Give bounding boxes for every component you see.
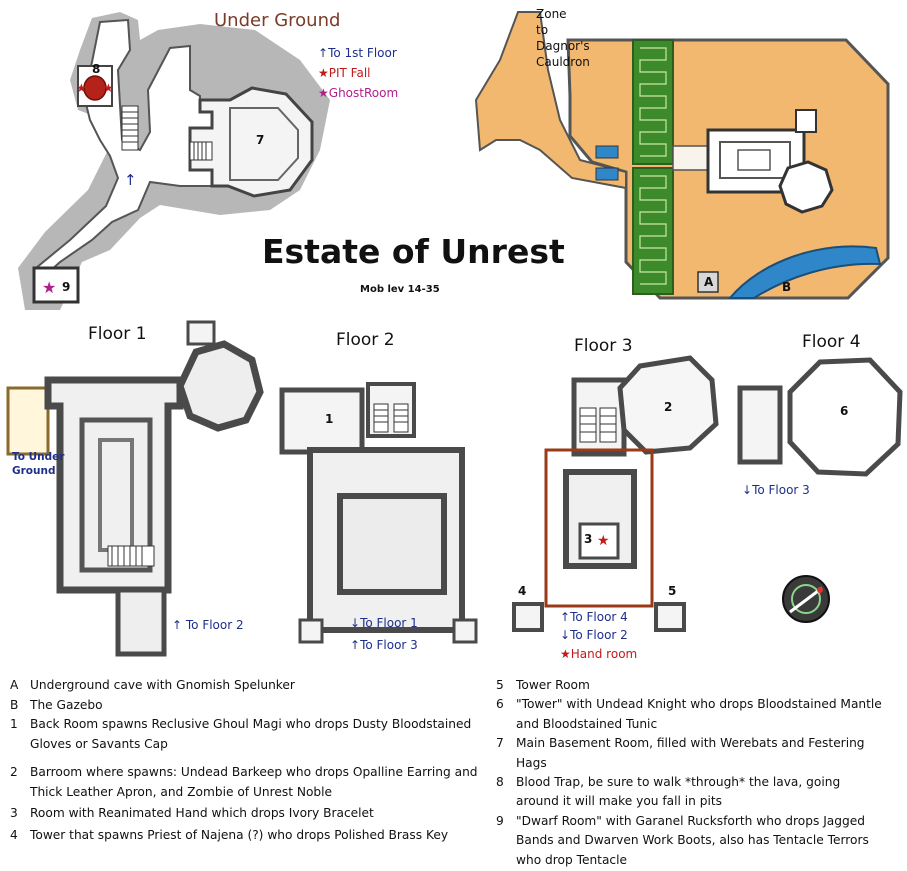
legend-ghost-room: ★GhostRoom bbox=[318, 86, 398, 100]
zone-line: Zone bbox=[536, 7, 567, 21]
legend-row-1-cont: Gloves or Savants Cap bbox=[30, 736, 168, 751]
ghostroom-star-icon: ★ bbox=[42, 278, 56, 297]
legend-row-7-cont: Hags bbox=[516, 755, 547, 770]
floor-2-map bbox=[279, 382, 478, 644]
zone-path bbox=[474, 11, 627, 190]
mark-b: B bbox=[782, 280, 792, 294]
floor-3-map: ★ bbox=[512, 355, 719, 632]
floor-3-hand-room: ★Hand room bbox=[560, 647, 638, 661]
zone-line: Dagnor's bbox=[536, 39, 590, 53]
legend-pit-fall: ★PIT Fall bbox=[318, 66, 371, 80]
room-number-1: 1 bbox=[325, 412, 334, 426]
floor-3-to-floor-2: ↓To Floor 2 bbox=[560, 628, 628, 642]
room-number-4: 4 bbox=[518, 584, 527, 598]
up-arrow-icon: ↑ bbox=[124, 171, 137, 189]
room-number-9: 9 bbox=[62, 280, 71, 294]
floor-3-to-floor-4: ↑To Floor 4 bbox=[560, 610, 628, 624]
legend-row-9-cont2: who drop Tentacle bbox=[516, 852, 627, 867]
hand-room-star-icon: ★ bbox=[597, 533, 610, 549]
pink-star-icon: ★ bbox=[318, 86, 329, 100]
map-title: Estate of Unrest bbox=[262, 232, 565, 271]
map-subtitle: Mob lev 14-35 bbox=[360, 284, 440, 295]
cave-stairs bbox=[121, 105, 139, 151]
underground-title: Under Ground bbox=[214, 10, 341, 31]
note-line: Ground bbox=[12, 465, 56, 477]
legend-row-6-cont: and Bloodstained Tunic bbox=[516, 716, 658, 731]
floor-2-to-floor-3: ↑To Floor 3 bbox=[350, 638, 418, 652]
room-number-5: 5 bbox=[668, 584, 677, 598]
legend-label: GhostRoom bbox=[328, 86, 399, 100]
room-number-3: 3 bbox=[584, 532, 593, 546]
fountain-2 bbox=[595, 167, 619, 181]
note-line: To Under bbox=[12, 451, 65, 463]
floor-1-title: Floor 1 bbox=[88, 324, 147, 344]
floor-3-title: Floor 3 bbox=[574, 336, 633, 356]
pitfall-star-icon: ★ bbox=[103, 81, 114, 95]
room-number-2: 2 bbox=[664, 400, 673, 414]
legend-row-9: 9"Dwarf Room" with Garanel Rucksforth wh… bbox=[496, 813, 865, 828]
room-9 bbox=[32, 266, 80, 304]
underground-map: ★ ★ ★ ↑ bbox=[18, 12, 330, 310]
legend-row-6: 6"Tower" with Undead Knight who drops Bl… bbox=[496, 697, 882, 712]
floor-2-to-floor-1: ↓To Floor 1 bbox=[350, 616, 418, 630]
floor-4-title: Floor 4 bbox=[802, 332, 861, 352]
pitfall-star-icon: ★ bbox=[76, 81, 87, 95]
cave-stairs-2 bbox=[189, 141, 213, 161]
legend-to-first-floor: ↑To 1st Floor bbox=[318, 46, 397, 60]
mark-a-box bbox=[697, 271, 719, 293]
room-number-8: 8 bbox=[92, 62, 101, 76]
floor-1-map bbox=[6, 320, 264, 657]
hedge-maze-lower bbox=[632, 167, 674, 295]
mark-a: A bbox=[704, 275, 714, 289]
floor-4-map bbox=[737, 357, 903, 477]
compass-icon bbox=[782, 575, 830, 623]
legend-row-9-cont: Bands and Dwarven Work Boots, also has T… bbox=[516, 833, 869, 848]
gazebo-water bbox=[727, 245, 882, 299]
legend-label: PIT Fall bbox=[328, 66, 371, 80]
floor-4-to-floor-3: ↓To Floor 3 bbox=[742, 483, 810, 497]
floor-1-to-floor-2: ↑ To Floor 2 bbox=[172, 618, 244, 632]
mansion-outline bbox=[706, 109, 834, 214]
legend-label: To 1st Floor bbox=[328, 46, 397, 60]
to-under-ground-note: To Under Ground bbox=[12, 450, 64, 478]
zone-line: Cauldron bbox=[536, 55, 590, 69]
legend-row-8-cont: around it will make you fall in pits bbox=[516, 794, 723, 809]
fountain-1 bbox=[595, 145, 619, 159]
zone-label: Zone to Dagnor's Cauldron bbox=[536, 6, 590, 70]
estate-overview bbox=[474, 11, 890, 300]
room-number-7: 7 bbox=[256, 133, 265, 147]
up-arrow-icon: ↑ bbox=[318, 46, 329, 60]
lava-pool bbox=[83, 75, 107, 101]
hedge-maze-upper bbox=[632, 39, 674, 165]
room-number-6: 6 bbox=[840, 404, 849, 418]
legend-row-2-cont: Thick Leather Apron, and Zombie of Unres… bbox=[30, 784, 333, 799]
red-star-icon: ★ bbox=[318, 66, 329, 80]
zone-line: to bbox=[536, 23, 549, 37]
floor-2-title: Floor 2 bbox=[336, 330, 395, 350]
room-7 bbox=[188, 86, 314, 198]
